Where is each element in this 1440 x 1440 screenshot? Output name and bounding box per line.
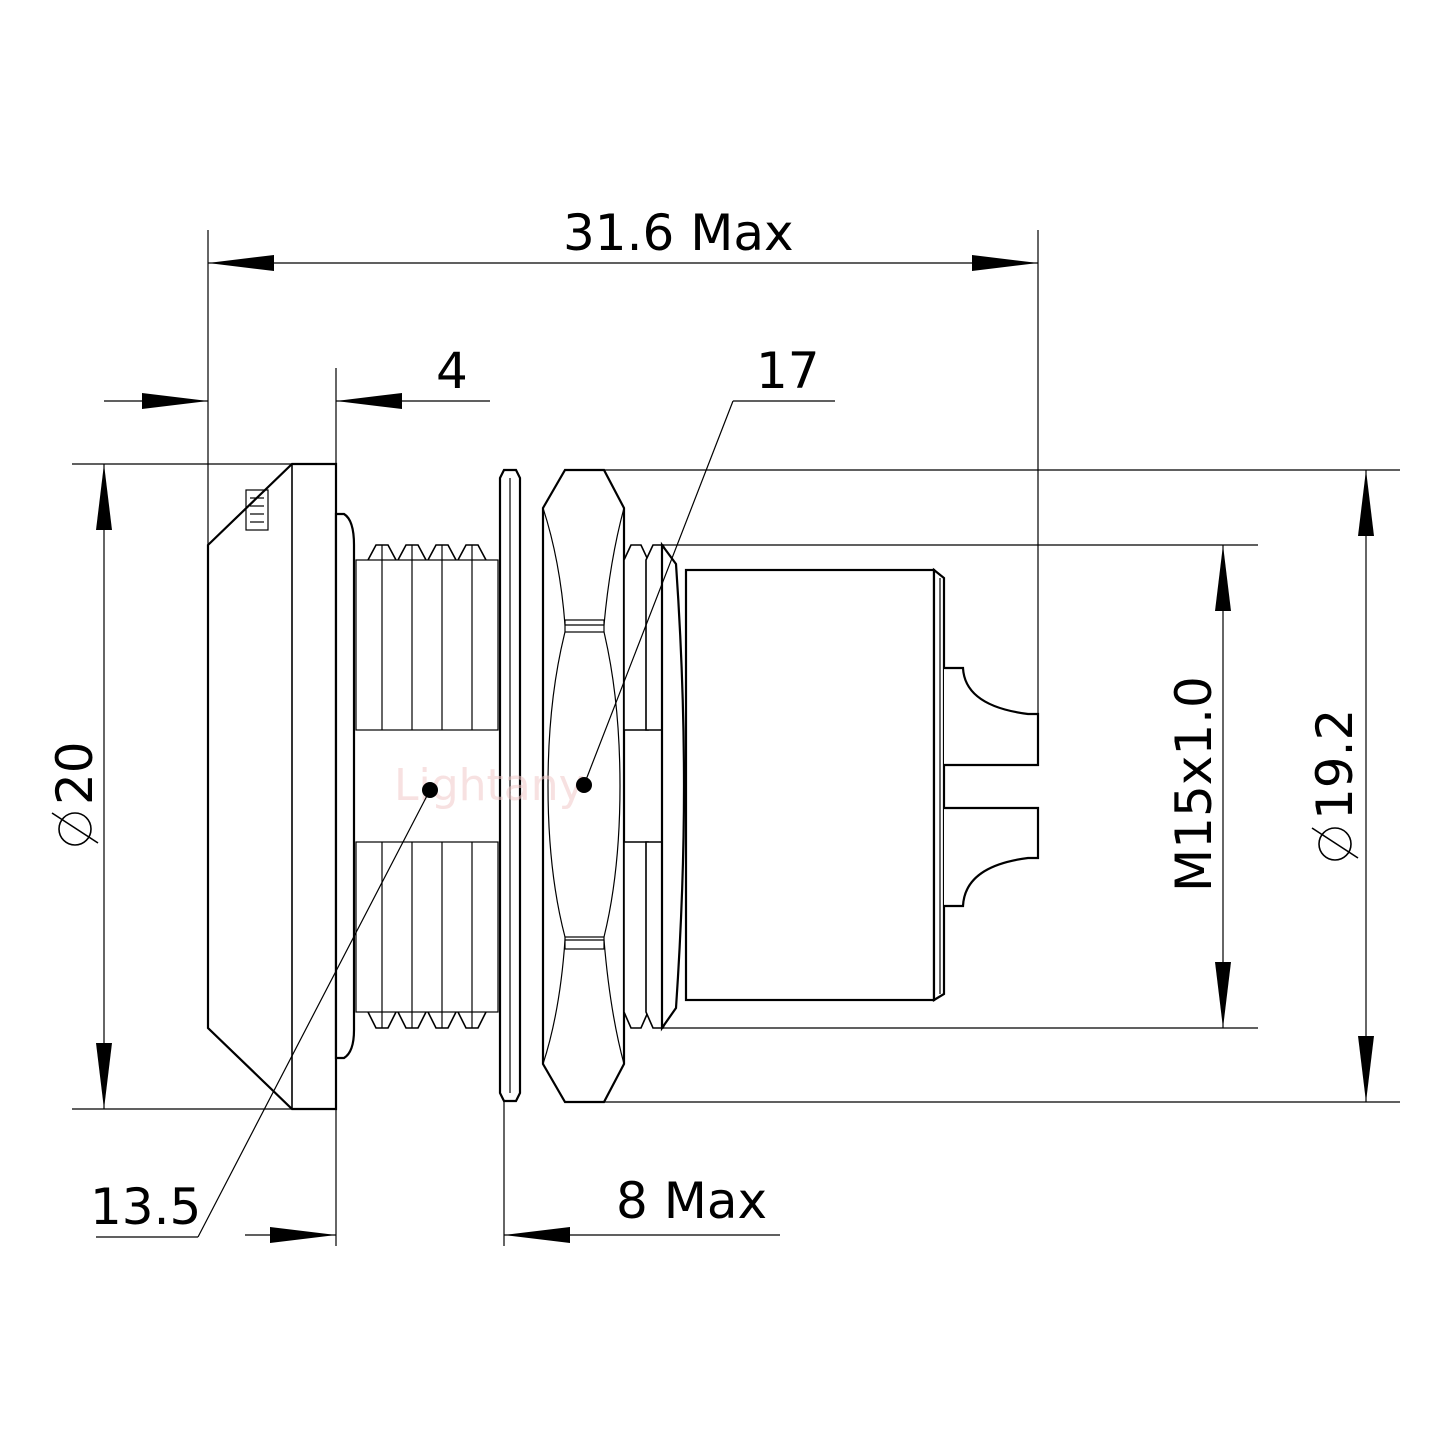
rear-pins xyxy=(944,666,1040,908)
dim-flange-diameter: 20 xyxy=(46,741,104,846)
dim-panel-cutout: 13.5 xyxy=(90,1178,201,1236)
rear-housing xyxy=(684,568,936,1002)
thread-core-upper xyxy=(355,559,499,731)
dim-thread-spec: M15x1.0 xyxy=(1165,676,1223,892)
dim-nut-diameter: 19.2 xyxy=(1306,709,1364,861)
diameter-symbol-icon xyxy=(51,812,99,846)
thread-core-lower xyxy=(355,841,499,1013)
svg-text:20: 20 xyxy=(46,741,104,805)
dim-overall-length: 31.6 Max xyxy=(563,204,794,262)
thread-crest xyxy=(623,841,649,1029)
thread-crest xyxy=(623,544,649,731)
dim-hex-nut: 17 xyxy=(756,342,820,400)
thread-lower xyxy=(355,841,499,1029)
dimension-lines xyxy=(72,230,1400,1246)
thread-upper xyxy=(355,544,499,731)
dim-panel-thickness: 8 Max xyxy=(616,1172,767,1230)
svg-text:19.2: 19.2 xyxy=(1306,709,1364,820)
svg-text:M15x1.0: M15x1.0 xyxy=(1165,676,1223,892)
diameter-symbol-icon xyxy=(1311,827,1359,861)
flange-marking xyxy=(245,489,269,531)
dimension-labels: 31.6 Max 4 17 13.5 8 Max 20 M15x1.0 19.2 xyxy=(46,204,1364,1236)
connector-body xyxy=(206,462,1040,1111)
flange xyxy=(206,462,338,1111)
dim-flange-thickness: 4 xyxy=(436,342,468,400)
